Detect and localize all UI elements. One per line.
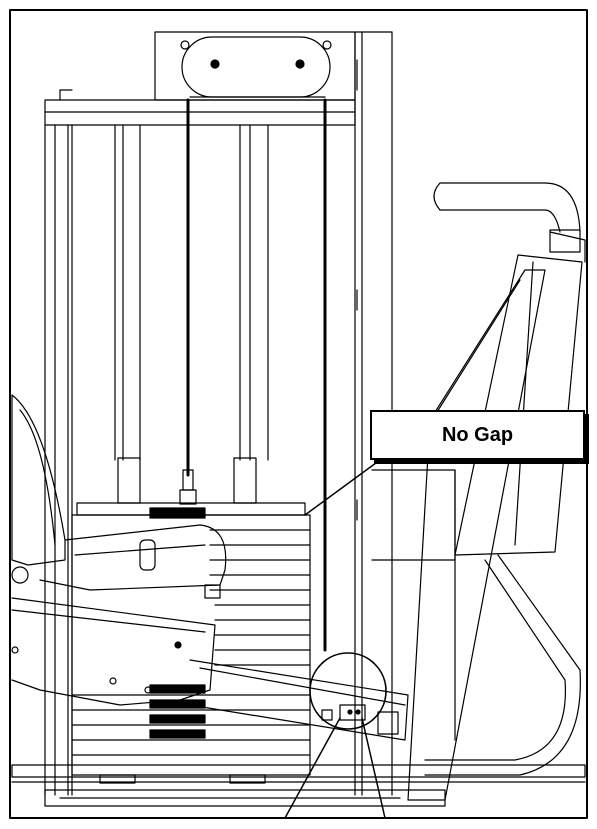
- guide-rods: [114, 124, 269, 504]
- left-column: [44, 124, 73, 796]
- front-strut: [407, 269, 546, 801]
- handle-bar: [433, 182, 581, 233]
- cables: [186, 98, 327, 652]
- seat-pad: [11, 394, 227, 599]
- top-pulley: [154, 31, 356, 101]
- leader-lines: [284, 459, 386, 819]
- no-gap-callout: No Gap: [370, 410, 585, 460]
- floor-base: [11, 764, 586, 807]
- rear-frame: [371, 469, 581, 776]
- detail-circle: [309, 652, 387, 730]
- no-gap-label: No Gap: [441, 423, 514, 446]
- selector-rod-top: [179, 469, 197, 505]
- figure-border: [9, 9, 588, 819]
- lever-arm: [11, 597, 409, 741]
- weight-stack: [71, 502, 311, 784]
